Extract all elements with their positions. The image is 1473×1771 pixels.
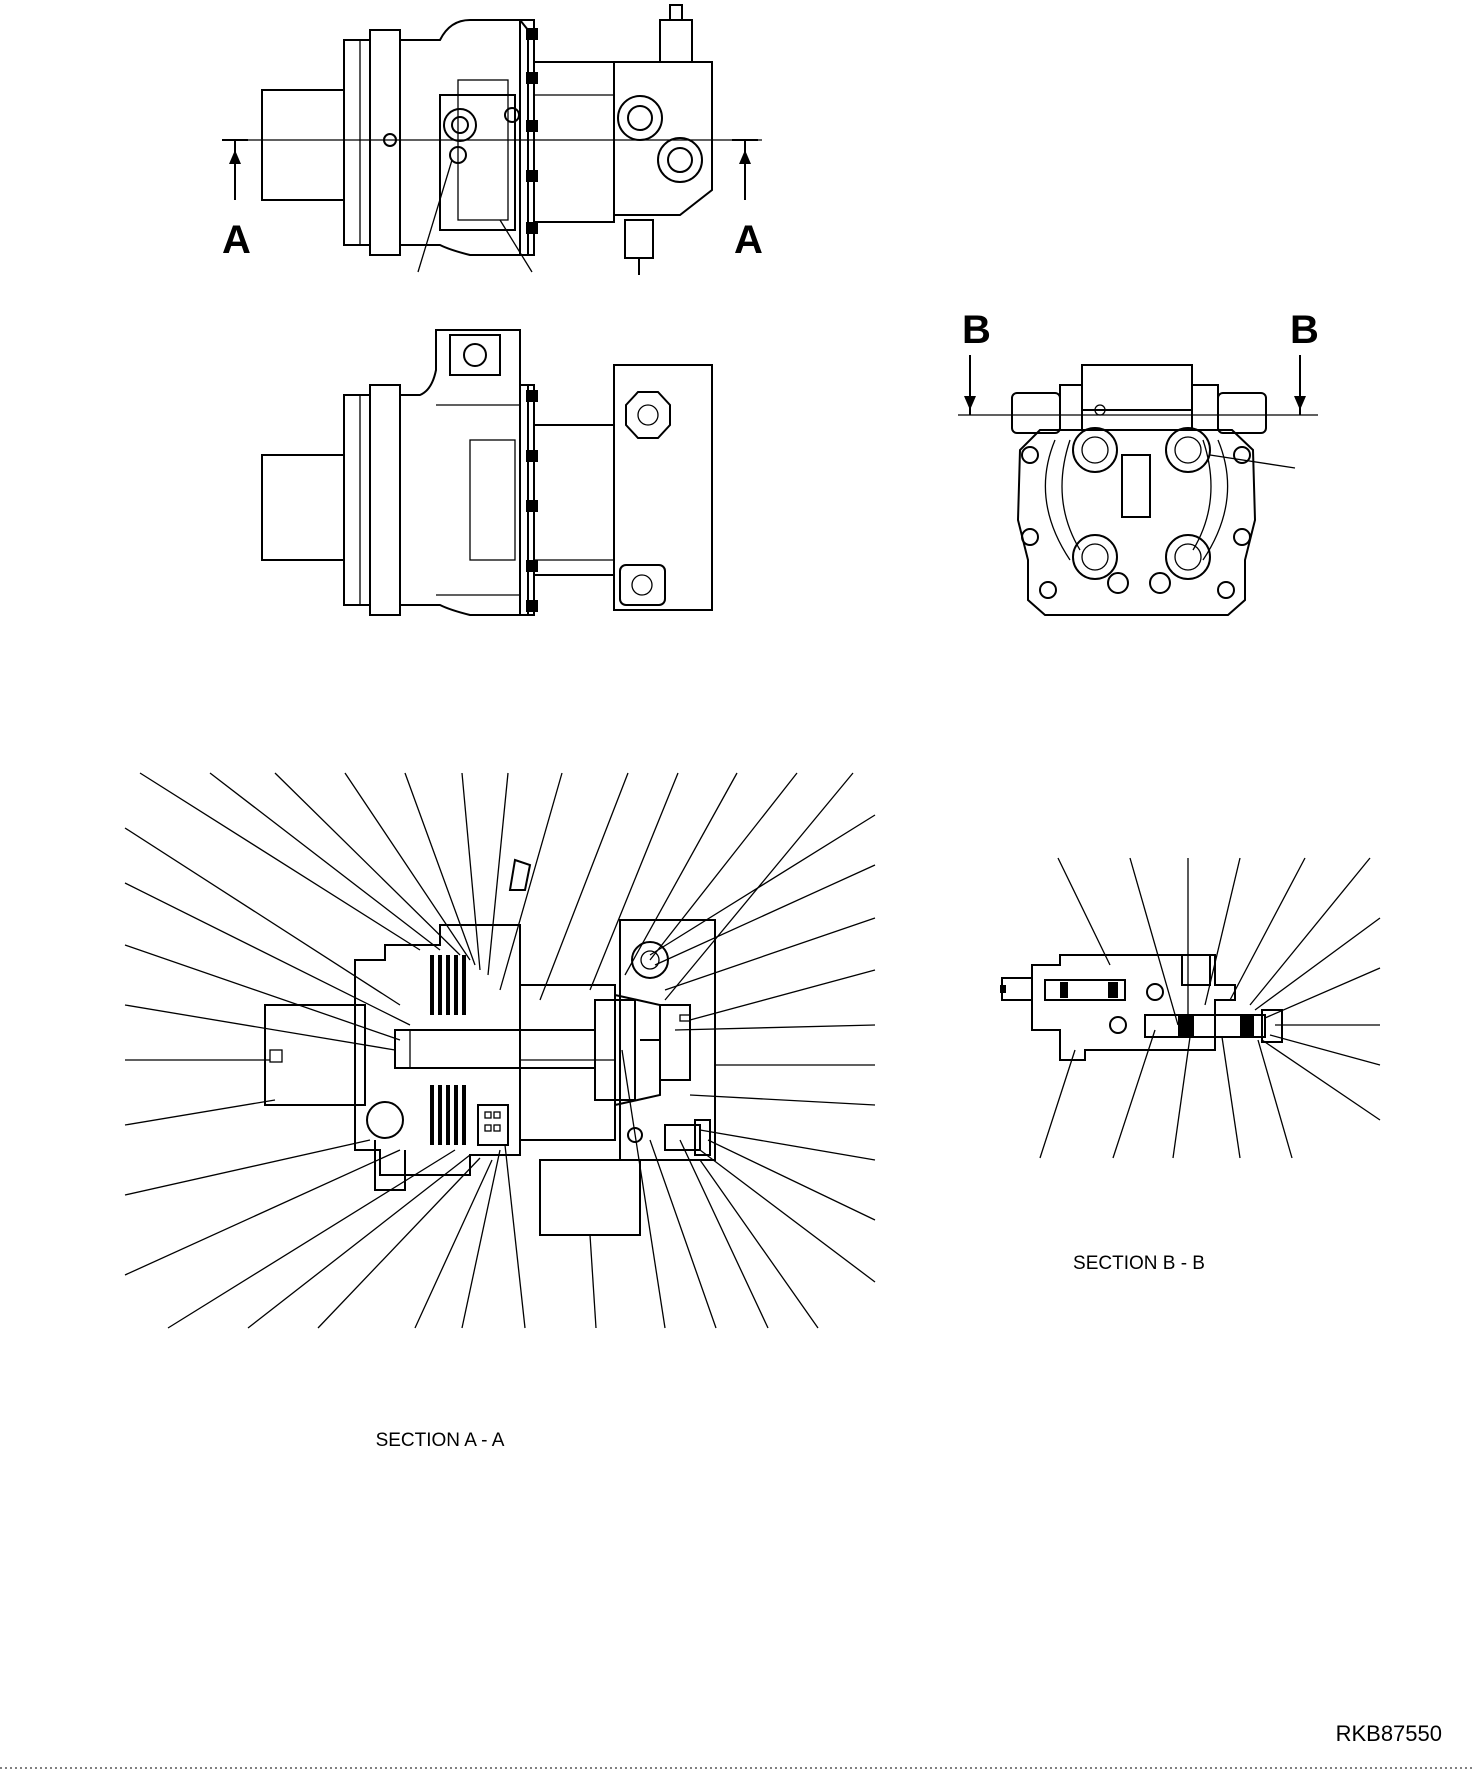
leader-line (504, 1144, 526, 1329)
leader-line (689, 1094, 876, 1106)
side-view (261, 329, 713, 616)
leader-line (124, 1004, 396, 1051)
leader-line (654, 864, 876, 966)
leader-line (589, 1234, 597, 1329)
figure-id: RKB87550 (1336, 1721, 1442, 1746)
section-b-caption: SECTION B - B (1073, 1253, 1205, 1274)
leader-line (461, 772, 481, 971)
leader-line (674, 1024, 876, 1031)
leader-line (1257, 1039, 1293, 1159)
brake-disc-pack (430, 955, 466, 1145)
leader-line (589, 772, 679, 991)
section-marker-b-left: B (962, 308, 991, 352)
leader-line (1204, 857, 1241, 1006)
section-a-caption: SECTION A - A (376, 1430, 505, 1451)
leader-line (699, 1159, 819, 1329)
section-marker-a-right: A (734, 218, 763, 262)
leader-line (124, 944, 401, 1041)
end-view (958, 355, 1318, 616)
section-b-leader-lines (1039, 857, 1381, 1159)
leader-line (699, 1149, 876, 1283)
leader-line (1039, 1049, 1076, 1159)
leader-line (1129, 857, 1179, 1026)
leader-line (274, 772, 461, 956)
leader-line (487, 772, 509, 976)
leader-line (664, 917, 876, 991)
leader-line (1221, 1036, 1241, 1159)
section-b-b-view (1000, 954, 1283, 1061)
leader-line (1172, 1036, 1191, 1159)
leader-line (624, 772, 738, 976)
leader-line (1254, 917, 1381, 1011)
leader-line (1249, 857, 1371, 1006)
leader-line (699, 1129, 876, 1161)
leader-line (209, 772, 441, 951)
leader-line (1229, 857, 1306, 1001)
section-marker-a-left: A (222, 218, 251, 262)
leader-line (1261, 1039, 1381, 1121)
section-marker-b-right: B (1290, 308, 1319, 352)
leader-line (124, 1149, 401, 1276)
leader-line (414, 1159, 493, 1329)
leader-line (317, 1157, 481, 1329)
leader-line (621, 1049, 666, 1329)
leader-line (649, 772, 798, 961)
leader-line (124, 1139, 371, 1196)
leader-line (707, 1139, 876, 1221)
section-a-leader-lines (124, 772, 876, 1329)
leader-line (461, 1149, 501, 1329)
leader-line (499, 772, 563, 991)
top-view (222, 4, 762, 275)
leader-line (404, 772, 476, 966)
leader-line (1269, 1034, 1381, 1066)
leader-line (124, 882, 411, 1026)
leader-line (344, 772, 471, 961)
leader-line (649, 814, 876, 956)
leader-line (1264, 967, 1381, 1019)
leader-line (649, 1139, 717, 1329)
leader-line (1057, 857, 1111, 966)
leader-line (689, 969, 876, 1021)
leader-line (124, 827, 401, 1006)
leader-line (1112, 1029, 1156, 1159)
section-a-a-view (264, 858, 716, 1236)
leader-line (679, 1139, 769, 1329)
leader-line (247, 1154, 471, 1329)
leader-line (539, 772, 629, 1001)
leader-line (124, 1099, 276, 1126)
leader-line (167, 1149, 456, 1329)
leader-line (139, 772, 421, 951)
